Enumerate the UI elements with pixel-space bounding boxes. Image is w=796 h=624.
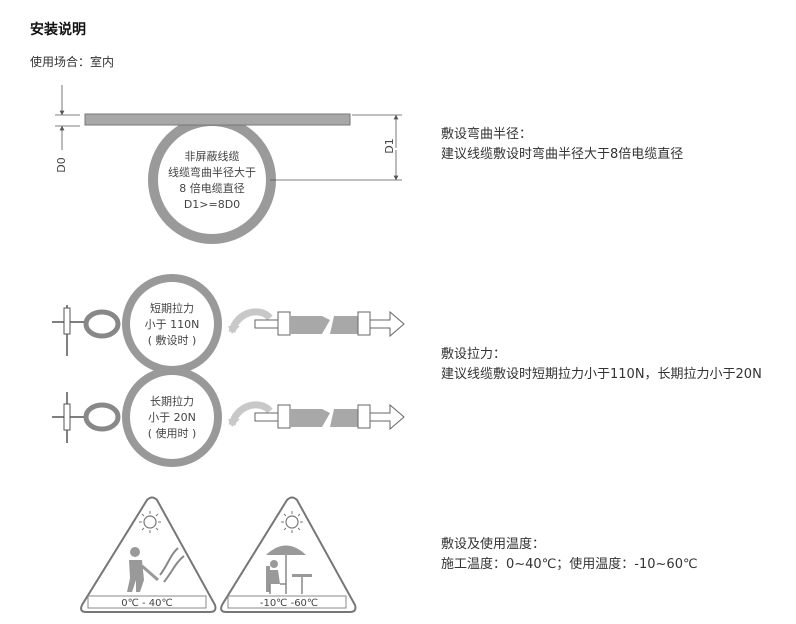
bend-text-2: 线缆弯曲半径大于 <box>168 165 256 179</box>
long-text-1: 长期拉力 <box>150 394 194 408</box>
install-temperature-sign: 0℃ - 40℃ <box>80 496 217 613</box>
worker-icon <box>130 547 140 557</box>
d0-label: D0 <box>55 157 68 172</box>
bend-radius-figure: D0 D1 非屏蔽线缆 线缆弯曲半径大于 8 倍电缆直径 D1>=8D0 <box>55 85 402 244</box>
bend-heading: 敷设弯曲半径： <box>441 127 533 142</box>
umbrella-icon <box>266 545 306 555</box>
usage-location: 使用场合：室内 <box>30 55 115 69</box>
bend-text-4: D1>=8D0 <box>184 198 240 211</box>
bend-text-1: 非屏蔽线缆 <box>185 149 240 163</box>
use-temperature-sign: -10℃ -60℃ <box>220 496 357 613</box>
long-text-3: ( 使用时 ) <box>148 427 197 440</box>
long-text-2: 小于 20N <box>148 411 196 424</box>
sun-icon <box>285 515 299 529</box>
page-title: 安装说明 <box>30 22 86 38</box>
short-text-3: ( 敷设时 ) <box>148 333 197 347</box>
cable-bar <box>84 113 351 126</box>
tension-description: 敷设拉力： 建议线缆敷设时短期拉力小于110N，长期拉力小于20N <box>441 345 762 385</box>
tension-long-figure: 长期拉力 小于 20N ( 使用时 ) <box>52 367 405 467</box>
bend-text: 建议线缆敷设时弯曲半径大于8倍电缆直径 <box>441 147 684 162</box>
tension-heading: 敷设拉力： <box>441 347 507 362</box>
temperature-text: 施工温度：0~40℃；使用温度：-10~60℃ <box>441 557 698 572</box>
d1-label: D1 <box>383 138 396 153</box>
install-range-label: 0℃ - 40℃ <box>121 598 173 609</box>
use-range-label: -10℃ -60℃ <box>260 598 318 609</box>
short-text-1: 短期拉力 <box>150 301 194 315</box>
bend-ring <box>148 116 276 244</box>
sun-icon <box>143 515 157 529</box>
short-text-2: 小于 110N <box>145 318 200 331</box>
tension-text: 建议线缆敷设时短期拉力小于110N，长期拉力小于20N <box>441 367 762 382</box>
temperature-heading: 敷设及使用温度： <box>441 537 546 552</box>
bend-text-3: 8 倍电缆直径 <box>179 181 245 195</box>
tension-short-figure: 短期拉力 小于 110N ( 敷设时 ) <box>52 274 405 374</box>
bend-description: 敷设弯曲半径： 建议线缆敷设时弯曲半径大于8倍电缆直径 <box>441 125 683 165</box>
temperature-description: 敷设及使用温度： 施工温度：0~40℃；使用温度：-10~60℃ <box>441 535 698 575</box>
